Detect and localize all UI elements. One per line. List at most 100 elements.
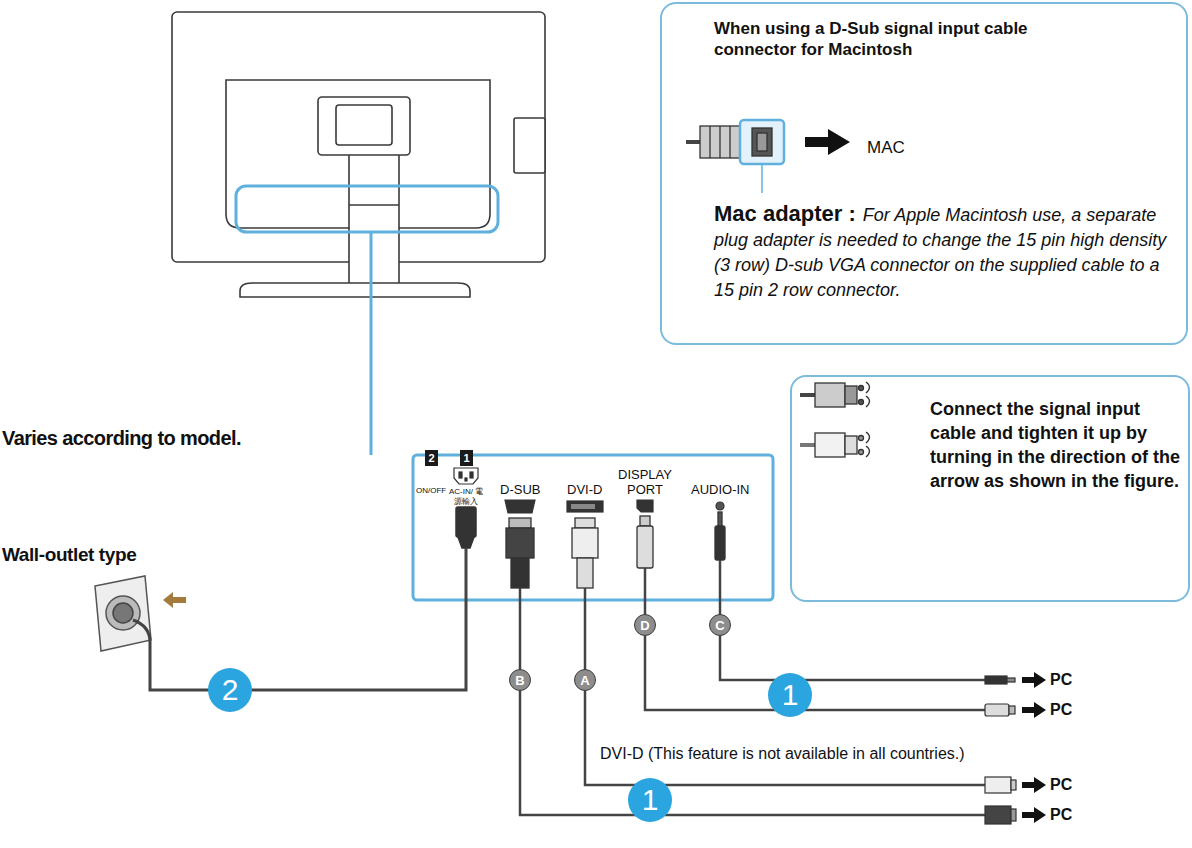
cable-letter: C — [709, 614, 731, 636]
mac-adapter-illustration — [709, 126, 710, 158]
tighten-illustration — [815, 433, 845, 457]
monitor-back — [514, 118, 545, 173]
pc-label: PC — [1050, 805, 1072, 824]
step-number: 2 — [425, 450, 438, 466]
port-label: D-SUB — [500, 482, 540, 497]
port-label: AC-IN/ 電源輸入 — [446, 487, 486, 507]
pc-connectors — [985, 676, 1016, 824]
monitor-back — [172, 12, 545, 297]
port-icons — [716, 502, 724, 510]
signal-cables — [520, 588, 985, 815]
port-icons — [567, 501, 603, 512]
tighten-illustration — [800, 443, 815, 447]
port-icons — [571, 504, 595, 509]
highlight — [236, 186, 498, 232]
pc-arrows — [1022, 672, 1046, 823]
pc-connectors — [1007, 678, 1015, 682]
callout-heading: When using a D-Sub signal input cable co… — [714, 18, 1094, 60]
tighten-illustration — [845, 386, 857, 404]
tighten-illustration — [815, 383, 845, 407]
power-cable — [133, 620, 150, 642]
mac-adapter-illustration — [752, 128, 772, 156]
power-cable — [106, 596, 140, 630]
signal-cables — [506, 512, 985, 815]
tighten-illustration — [800, 393, 815, 397]
pc-arrows — [1022, 777, 1046, 793]
mac-adapter-illustration — [761, 165, 763, 193]
highlight — [370, 232, 373, 455]
callout-box: Connect the signal input cable and tight… — [790, 375, 1190, 602]
callout-number: 1 — [768, 673, 812, 717]
tighten-illustration — [859, 386, 864, 391]
port-icons — [637, 500, 653, 512]
tighten-illustration — [859, 436, 864, 441]
signal-cables — [720, 560, 985, 680]
mac-adapter-illustration — [686, 120, 850, 193]
monitor-back — [318, 97, 410, 155]
mac-adapter-illustration — [719, 126, 720, 158]
monitor-back — [240, 283, 470, 297]
port-icons — [454, 468, 724, 513]
power-cable — [458, 537, 474, 548]
signal-cables — [509, 518, 531, 528]
pc-label: PC — [1050, 775, 1072, 794]
port-label: AUDIO-IN — [691, 482, 750, 497]
signal-cables — [575, 518, 595, 528]
power-cable — [95, 576, 151, 651]
pc-arrows — [1022, 702, 1046, 718]
port-icons — [459, 472, 462, 478]
power-cable — [163, 592, 186, 608]
port-label: ON/OFF — [416, 486, 446, 496]
mac-adapter-illustration — [729, 126, 730, 158]
pc-connectors — [985, 777, 1011, 793]
pc-connectors — [985, 676, 1007, 684]
tighten-illustration — [866, 396, 870, 407]
target-label: MAC — [867, 138, 905, 158]
signal-cables — [637, 526, 653, 568]
tighten-illustration — [859, 400, 864, 405]
power-cable — [150, 548, 466, 690]
mac-adapter-illustration — [805, 129, 850, 155]
model-note: Varies according to model. — [2, 426, 241, 450]
mac-adapter-illustration — [757, 133, 767, 151]
pc-arrows — [1022, 807, 1046, 823]
instruction-text: Connect the signal input cable and tight… — [930, 397, 1182, 493]
port-label: DVI-D — [567, 482, 602, 497]
signal-cables — [645, 568, 985, 710]
tighten-illustration — [859, 450, 864, 455]
tighten-illustration — [866, 446, 870, 457]
port-icons — [505, 500, 535, 513]
pc-connectors — [1011, 809, 1016, 821]
signal-cables — [715, 526, 725, 560]
signal-cables — [506, 528, 534, 558]
monitor-back — [226, 80, 490, 228]
tighten-illustration — [845, 436, 857, 454]
port-icons — [470, 472, 473, 478]
callout-number: 2 — [208, 668, 252, 712]
tighten-illustration — [800, 382, 870, 457]
signal-cables — [577, 558, 593, 588]
pc-connectors — [1011, 780, 1016, 790]
pc-label: PC — [1050, 700, 1072, 719]
power-cable — [95, 507, 476, 690]
highlight — [236, 186, 498, 455]
mac-adapter-illustration — [700, 126, 740, 158]
callout-number: 1 — [628, 778, 672, 822]
tighten-illustration — [866, 432, 870, 443]
cable-letter: D — [634, 614, 656, 636]
availability-note: DVI-D (This feature is not available in … — [600, 744, 965, 763]
pc-connectors — [1009, 706, 1015, 714]
pc-connectors — [985, 704, 1009, 716]
monitor-back — [349, 204, 399, 206]
signal-cables — [511, 558, 529, 588]
monitor-back — [336, 105, 392, 145]
pc-connectors — [985, 806, 1011, 824]
port-label: DISPLAY PORT — [614, 467, 676, 497]
cable-letter: B — [509, 669, 531, 691]
cable-letter: A — [574, 669, 596, 691]
power-cable — [113, 603, 133, 623]
monitor-back — [349, 150, 399, 284]
note-paragraph: Mac adapter :For Apple Macintosh use, a … — [714, 202, 1180, 303]
callout-box: When using a D-Sub signal input cable co… — [660, 2, 1188, 345]
